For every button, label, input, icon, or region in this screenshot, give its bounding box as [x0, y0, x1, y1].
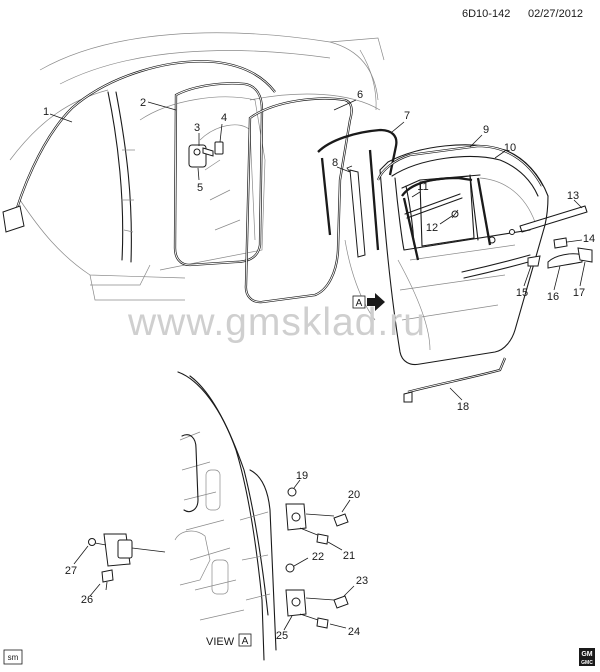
door-side-molding: [461, 254, 533, 279]
view-label: VIEW: [206, 636, 235, 648]
logo-top: GM: [581, 651, 592, 658]
callouts: 1 2 3 4 5 6 7 8 9 10 11 12 13 14 15 16 1…: [43, 89, 595, 642]
callout-23: 23: [356, 575, 368, 587]
callout-10: 10: [504, 142, 516, 154]
callout-1: 1: [43, 106, 49, 118]
watermark-text: www.gmsklad.ru: [127, 301, 426, 344]
rear-door-assembly: [379, 144, 549, 366]
logo-bottom: GMC: [581, 660, 593, 666]
callout-13: 13: [567, 190, 579, 202]
callout-14: 14: [583, 233, 595, 245]
callout-18: 18: [457, 401, 469, 413]
diagram-id: 6D10-142: [462, 8, 510, 20]
part-15-16-17-outside-handle: [527, 247, 593, 269]
callout-20: 20: [348, 489, 360, 501]
part-26-27-door-check: [88, 533, 166, 591]
callout-9: 9: [483, 124, 489, 136]
callout-8: 8: [332, 157, 338, 169]
vehicle-body-outline: [9, 32, 385, 321]
callout-19: 19: [296, 470, 308, 482]
part-9-10-frame-trim: [376, 144, 544, 187]
part-13-belt-molding: [519, 205, 588, 233]
callout-7: 7: [404, 110, 410, 122]
part-6-door-weatherstrip: [244, 97, 353, 304]
part-7-window-channel: [317, 128, 398, 251]
part-18-rocker-molding: [403, 357, 507, 403]
callout-21: 21: [343, 550, 355, 562]
part-11-window-run: [401, 176, 492, 261]
hinge-pillar-view: [174, 371, 277, 661]
callout-3: 3: [194, 122, 200, 134]
callout-11: 11: [417, 181, 428, 193]
part-19-20-21-upper-hinge: [285, 487, 349, 545]
callout-16: 16: [547, 291, 559, 303]
callout-5: 5: [197, 182, 203, 194]
callout-27: 27: [65, 565, 77, 577]
view-ref-box: A: [242, 636, 249, 647]
callout-12: 12: [426, 222, 438, 234]
corner-code: sm: [8, 653, 19, 662]
callout-6: 6: [357, 89, 363, 101]
callout-17: 17: [573, 287, 585, 299]
callout-4: 4: [221, 112, 227, 124]
part-12-fastener: [451, 209, 459, 219]
part-1-roof-rail-weatherstrip: [2, 60, 276, 233]
callout-22: 22: [312, 551, 324, 563]
view-a-arrow: A: [352, 293, 385, 311]
part-22-23-24-25-lower-hinge: [285, 563, 349, 629]
footer: sm VIEW A GM GMC: [3, 633, 595, 666]
gm-logo: GM GMC: [579, 648, 595, 666]
part-2-door-opening-weatherstrip: [173, 82, 264, 267]
part-14-clip: [553, 237, 568, 249]
part-3-4-5-lock-striker: [188, 141, 224, 168]
arrow-ref-label: A: [356, 298, 363, 309]
callout-24: 24: [348, 626, 360, 638]
part-8-channel-post: [346, 165, 366, 258]
callout-15: 15: [516, 287, 528, 299]
callout-26: 26: [81, 594, 93, 606]
callout-25: 25: [276, 630, 288, 642]
callout-2: 2: [140, 97, 146, 109]
diagram-date: 02/27/2012: [528, 8, 583, 20]
